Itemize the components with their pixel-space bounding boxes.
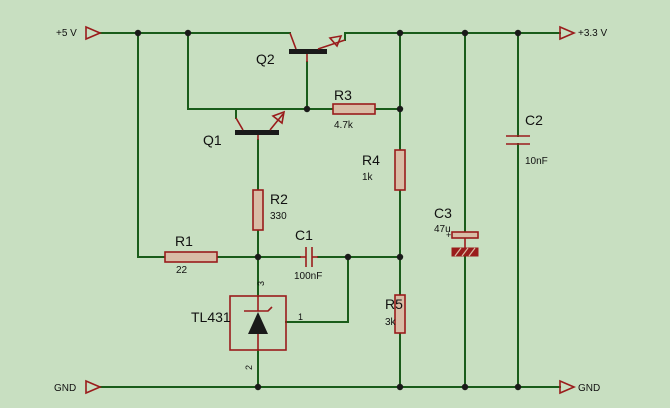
tl431-pin-2: 2 bbox=[244, 365, 254, 370]
junction-dot bbox=[396, 253, 404, 261]
net-vout-label: +3.3 V bbox=[578, 28, 608, 39]
junction-dot bbox=[254, 253, 262, 261]
tl431-pin-1: 1 bbox=[298, 312, 303, 322]
junction-dot bbox=[344, 253, 352, 261]
c1-value: 100nF bbox=[294, 271, 322, 282]
junction-dot bbox=[184, 29, 192, 37]
r1-value: 22 bbox=[176, 265, 188, 276]
junction-dot bbox=[303, 105, 311, 113]
resistor-r4: R4 1k bbox=[362, 149, 406, 191]
net-gnd-right-terminal: GND bbox=[559, 379, 600, 395]
capacitor-c1: C1 100nF bbox=[294, 227, 322, 282]
net-vin-terminal: +5 V bbox=[56, 25, 103, 41]
tl431-pin-3: 3 bbox=[256, 281, 266, 286]
r3-value: 4.7k bbox=[334, 120, 354, 131]
junction-dot bbox=[134, 29, 142, 37]
net-gnd-right-label: GND bbox=[578, 383, 600, 394]
c2-ref: C2 bbox=[525, 112, 543, 128]
capacitor-c2: C2 10nF bbox=[506, 112, 548, 167]
net-gnd-left-terminal: GND bbox=[54, 379, 103, 395]
c3-ref: C3 bbox=[434, 205, 452, 221]
r4-ref: R4 bbox=[362, 152, 380, 168]
junction-dot bbox=[396, 29, 404, 37]
resistor-r2: R2 330 bbox=[252, 189, 288, 231]
r4-value: 1k bbox=[362, 172, 374, 183]
r2-ref: R2 bbox=[270, 191, 288, 207]
c2-value: 10nF bbox=[525, 156, 548, 167]
wires bbox=[99, 32, 561, 388]
resistor-r3: R3 4.7k bbox=[332, 87, 376, 131]
c3-value: 47u bbox=[434, 224, 451, 235]
r3-ref: R3 bbox=[334, 87, 352, 103]
net-vout-terminal: +3.3 V bbox=[559, 25, 608, 41]
resistor-r5: R5 3k bbox=[385, 294, 406, 334]
q2-ref: Q2 bbox=[256, 51, 275, 67]
net-vin-label: +5 V bbox=[56, 28, 77, 39]
r5-ref: R5 bbox=[385, 296, 403, 312]
junction-dot bbox=[514, 383, 522, 391]
c3-plus-mark: + bbox=[446, 230, 451, 240]
transistor-q1: Q1 bbox=[203, 110, 286, 148]
junction-dot bbox=[461, 383, 469, 391]
junction-dot bbox=[396, 383, 404, 391]
q1-ref: Q1 bbox=[203, 132, 222, 148]
tl431-ref: TL431 bbox=[191, 309, 231, 325]
r1-ref: R1 bbox=[175, 233, 193, 249]
junction-dot bbox=[514, 29, 522, 37]
transistor-q2: Q2 bbox=[256, 32, 346, 67]
junction-dot bbox=[461, 29, 469, 37]
regulator-tl431: TL431 1 2 3 bbox=[191, 281, 303, 370]
resistor-r1: R1 22 bbox=[164, 233, 218, 276]
junction-dot bbox=[254, 383, 262, 391]
r2-value: 330 bbox=[270, 211, 287, 222]
junction-dot bbox=[396, 105, 404, 113]
net-gnd-left-label: GND bbox=[54, 383, 76, 394]
c1-ref: C1 bbox=[295, 227, 313, 243]
r5-value: 3k bbox=[385, 317, 397, 328]
junctions bbox=[134, 29, 522, 391]
capacitor-c3: + C3 47u bbox=[434, 205, 479, 257]
